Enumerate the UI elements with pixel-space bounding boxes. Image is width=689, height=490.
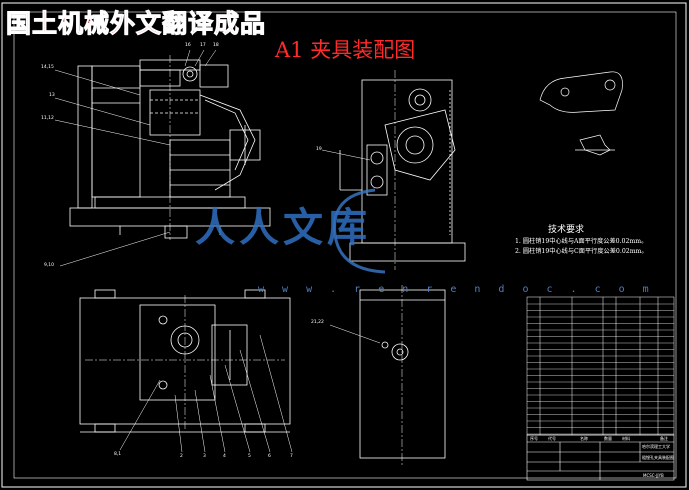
title-block-header: 代号 bbox=[548, 436, 556, 441]
title-block-header: 备注 bbox=[660, 436, 668, 441]
title-block-header: 序号 bbox=[530, 436, 538, 441]
plan-view bbox=[79, 289, 291, 433]
title-block-header: 名称 bbox=[580, 436, 588, 441]
callout-label: 6 bbox=[268, 454, 271, 459]
callout-label: 19 bbox=[316, 147, 322, 152]
watermark-url: w w w . r e n r e n d o c . c o m bbox=[258, 284, 655, 295]
watermark-logo: 人人文库 bbox=[195, 204, 371, 251]
title-block-drawing-no: MCSC-JJYB bbox=[643, 473, 664, 478]
title-block-header: 材料 bbox=[622, 436, 630, 441]
front-view-leaders bbox=[54, 49, 217, 267]
callout-label: 5 bbox=[248, 454, 251, 459]
parts-list-rows bbox=[527, 303, 674, 435]
detail-sketch bbox=[539, 71, 623, 156]
callout-label: 7 bbox=[290, 454, 293, 459]
title-block-school: 哈尔滨理工大学 bbox=[642, 444, 670, 449]
callout-label: 11,12 bbox=[41, 116, 54, 121]
callout-label: 14,15 bbox=[41, 65, 54, 70]
callout-label: 2 bbox=[180, 454, 183, 459]
front-view bbox=[69, 55, 271, 240]
watermark-emblem bbox=[333, 188, 386, 274]
callout-label: 8,1 bbox=[114, 452, 122, 457]
title-block bbox=[526, 434, 675, 481]
banner-text: 国土机械外文翻译成品 bbox=[5, 9, 267, 39]
callout-label: 21,22 bbox=[311, 320, 324, 325]
side-view-leaders bbox=[321, 149, 371, 161]
section-view bbox=[329, 285, 446, 465]
callout-label: 18 bbox=[213, 43, 219, 48]
callout-label: 9,10 bbox=[44, 263, 55, 268]
callout-label: 16 bbox=[185, 43, 191, 48]
plan-view-leaders bbox=[119, 334, 293, 453]
title-block-header: 数量 bbox=[604, 436, 612, 441]
inner-frame bbox=[13, 11, 677, 479]
technical-requirements-heading: 技术要求 bbox=[548, 225, 585, 235]
callout-label: 3 bbox=[203, 454, 206, 459]
parts-list bbox=[526, 296, 675, 436]
title-block-drawing-name: 粗镗孔夹具装配图 bbox=[642, 455, 674, 460]
drawing-title: A1 夹具装配图 bbox=[275, 38, 416, 62]
callout-label: 13 bbox=[49, 93, 55, 98]
technical-requirement-1: 1. 圆柱销19中心线与A面平行度公差0.02mm。 bbox=[515, 238, 648, 245]
callout-label: 4 bbox=[223, 454, 226, 459]
side-view bbox=[339, 70, 466, 270]
technical-requirement-2: 2. 圆柱销19中心线与C面平行度公差0.02mm。 bbox=[515, 248, 648, 255]
callout-label: 17 bbox=[200, 43, 206, 48]
